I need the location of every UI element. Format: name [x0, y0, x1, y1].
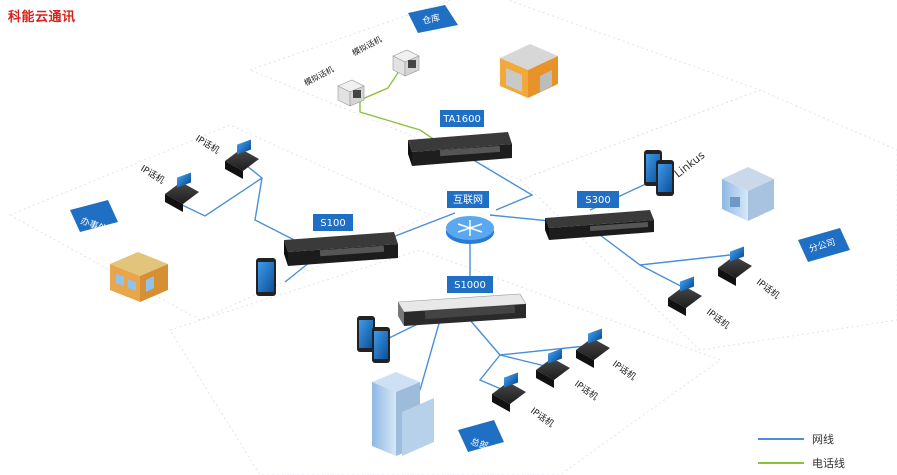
internet-label: 互联网: [453, 194, 483, 206]
internet-router-icon: [446, 216, 494, 244]
ip-phone-icon: [536, 348, 570, 388]
zone-hq: [169, 249, 722, 475]
link-office-phone2: [177, 177, 263, 217]
ip-phone-label-office-1: IP话机: [193, 132, 221, 156]
link-s1000-tower: [419, 319, 441, 391]
link-ta1600-internet: [469, 157, 534, 211]
ta1600-gateway-icon: [408, 132, 512, 166]
ip-phone-label-hq-2: IP话机: [572, 378, 600, 403]
ip-phone-label-office-2: IP话机: [138, 162, 166, 186]
ip-phone-label-hq-1: IP话机: [610, 358, 638, 383]
s300-pbx-icon: [545, 210, 654, 240]
mobile-linkus-icon: [372, 327, 390, 363]
warehouse-label-tag: 仓库: [408, 5, 458, 33]
s1000-server-icon: [397, 293, 527, 326]
s300-label: S300: [585, 195, 610, 206]
link-s100-office-phones: [241, 161, 311, 249]
s1000-label: S1000: [454, 280, 486, 291]
legend-network: 网线: [758, 431, 834, 447]
legend-phone-line: 电话线: [758, 455, 845, 471]
ip-phone-label-branch-1: IP话机: [754, 276, 782, 302]
link-s100-mobile: [284, 261, 311, 283]
s1000-label-box: S1000: [447, 276, 493, 293]
link-hq-phone3: [499, 354, 546, 367]
s100-label-box: S100: [313, 214, 353, 231]
analog-link-2: [359, 100, 436, 141]
ta1600-label-box: TA1600: [440, 110, 484, 127]
link-hq-phone2: [478, 354, 509, 393]
ip-phone-label-hq-3: IP话机: [528, 405, 556, 430]
office-building-icon: [110, 252, 168, 302]
mobile-linkus-icon: [357, 316, 375, 352]
s100-pbx-icon: [284, 232, 398, 266]
s100-label: S100: [320, 218, 345, 229]
branch-label-tag: 分公司: [798, 228, 850, 262]
link-s1000-hq-phones: [469, 319, 596, 356]
zone-office: [8, 124, 432, 321]
analog-phone-label-1: 模拟话机: [350, 34, 383, 58]
ip-phone-icon: [225, 139, 259, 179]
s300-label-box: S300: [577, 191, 619, 208]
zone-branch: [519, 89, 897, 351]
mobile-linkus-icon: [256, 258, 276, 296]
phone-links: [359, 61, 436, 141]
hq-tower-icon: [372, 372, 434, 456]
warehouse-building-icon: [500, 44, 558, 98]
legend-phone-line-swatch: [758, 462, 804, 464]
legend-phone-line-label: 电话线: [812, 457, 845, 470]
ip-phone-icon: [718, 246, 752, 286]
ip-phone-icon: [576, 328, 610, 368]
internet-label-box: 互联网: [447, 191, 489, 208]
warehouse-label: 仓库: [421, 11, 441, 26]
legend-network-label: 网线: [812, 433, 834, 446]
ip-phone-label-branch-2: IP话机: [704, 306, 732, 332]
office-label-tag: 办事处: [70, 200, 118, 235]
brand-logo: 科能云通讯: [8, 10, 76, 25]
link-s300-phones: [599, 234, 731, 266]
legend-network-swatch: [758, 438, 804, 440]
ip-phone-icon: [492, 372, 526, 412]
mobile-linkus-icon: [656, 160, 674, 196]
zone-outlines: [8, 0, 897, 475]
hq-label-tag: 总部: [458, 420, 504, 452]
ta1600-label: TA1600: [442, 114, 481, 125]
branch-building-icon: [722, 167, 774, 221]
analog-phone-icon: [392, 49, 420, 77]
ip-phone-icon: [165, 172, 199, 212]
linkus-label: Linkus: [672, 148, 708, 180]
analog-phone-label-2: 模拟话机: [302, 64, 335, 88]
analog-phone-icon: [337, 79, 365, 107]
ip-phone-icon: [668, 276, 702, 316]
